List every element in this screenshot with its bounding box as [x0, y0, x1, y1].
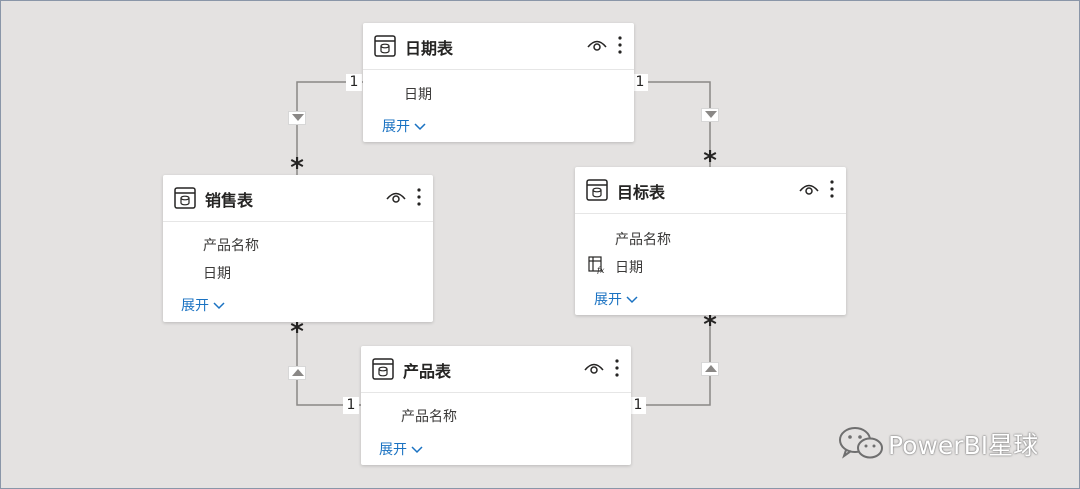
relationship-line-product-target — [631, 315, 711, 406]
watermark-text: PowerBI星球 — [888, 431, 1039, 460]
relationship-line-product-sales — [296, 322, 361, 406]
eye-icon[interactable] — [386, 190, 406, 204]
expand-label: 展开 — [594, 292, 622, 308]
table-card-date[interactable]: 日期表 日期 展开 — [363, 23, 634, 142]
field-item-calculated[interactable]: 日期 — [615, 260, 643, 276]
table-icon — [586, 179, 608, 201]
more-options-icon[interactable] — [613, 358, 621, 378]
field-item[interactable]: 产品名称 — [615, 232, 671, 248]
cardinality-one-label: 1 — [630, 397, 646, 414]
calculated-column-icon: fx — [588, 256, 605, 274]
table-title: 销售表 — [205, 191, 254, 210]
field-item[interactable]: 产品名称 — [203, 238, 259, 254]
wechat-logo-icon — [839, 427, 883, 459]
cardinality-many-label: * — [703, 310, 717, 340]
chevron-down-icon — [626, 296, 638, 304]
relationship-line-date-sales — [296, 81, 363, 175]
chevron-down-icon — [414, 123, 426, 131]
table-card-target[interactable]: 目标表 产品名称 fx 日期 展开 — [575, 167, 846, 315]
cardinality-many-label: * — [290, 153, 304, 183]
filter-direction-icon — [288, 366, 306, 380]
table-title: 目标表 — [617, 183, 666, 202]
expand-link[interactable]: 展开 — [594, 289, 638, 309]
relationship-line-date-target — [634, 81, 711, 167]
more-options-icon[interactable] — [616, 35, 624, 55]
expand-label: 展开 — [382, 119, 410, 135]
expand-link[interactable]: 展开 — [181, 295, 225, 315]
field-item[interactable]: 日期 — [404, 87, 432, 103]
cardinality-many-label: * — [290, 317, 304, 347]
eye-icon[interactable] — [584, 361, 604, 375]
table-card-sales[interactable]: 销售表 产品名称 日期 展开 — [163, 175, 433, 322]
table-title: 日期表 — [405, 39, 454, 58]
table-title: 产品表 — [403, 362, 452, 381]
chevron-down-icon — [411, 446, 423, 454]
table-icon — [374, 35, 396, 57]
cardinality-one-label: 1 — [343, 397, 359, 414]
expand-label: 展开 — [181, 298, 209, 314]
table-card-header[interactable]: 目标表 — [575, 167, 846, 214]
chevron-down-icon — [213, 302, 225, 310]
table-card-header[interactable]: 产品表 — [361, 346, 631, 393]
expand-label: 展开 — [379, 442, 407, 458]
table-icon — [174, 187, 196, 209]
table-card-header[interactable]: 销售表 — [163, 175, 433, 222]
eye-icon[interactable] — [587, 38, 607, 52]
table-icon — [372, 358, 394, 380]
field-item[interactable]: 产品名称 — [401, 409, 457, 425]
cardinality-one-label: 1 — [632, 74, 648, 91]
table-card-product[interactable]: 产品表 产品名称 展开 — [361, 346, 631, 465]
filter-direction-icon — [701, 362, 719, 376]
expand-link[interactable]: 展开 — [382, 116, 426, 136]
more-options-icon[interactable] — [828, 179, 836, 199]
more-options-icon[interactable] — [415, 187, 423, 207]
filter-direction-icon — [701, 108, 719, 122]
table-card-header[interactable]: 日期表 — [363, 23, 634, 70]
cardinality-one-label: 1 — [346, 74, 362, 91]
filter-direction-icon — [288, 111, 306, 125]
svg-text:fx: fx — [596, 266, 605, 274]
eye-icon[interactable] — [799, 182, 819, 196]
expand-link[interactable]: 展开 — [379, 439, 423, 459]
field-item[interactable]: 日期 — [203, 266, 231, 282]
